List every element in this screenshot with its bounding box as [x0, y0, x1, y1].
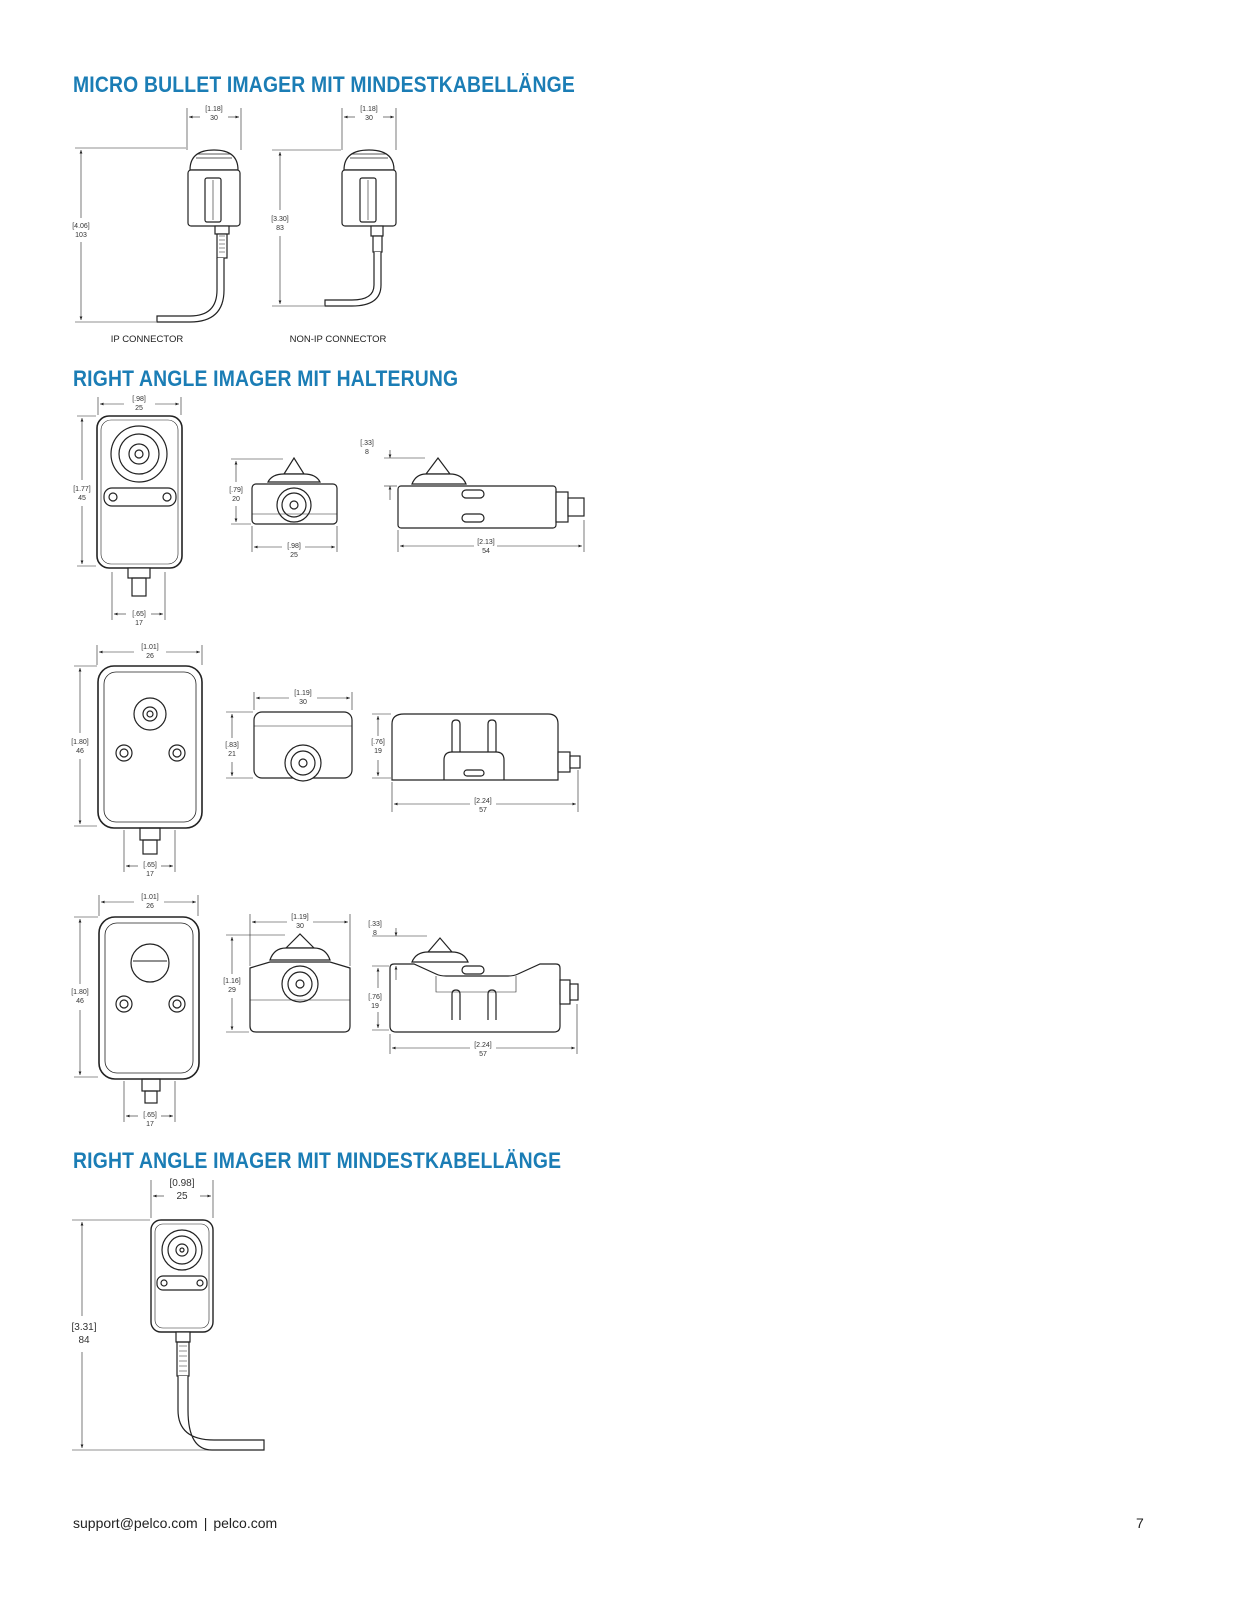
footer-website-link[interactable]: pelco.com	[213, 1515, 278, 1531]
dim-r1b-h-in: [.79]	[229, 487, 243, 494]
dim-mb-w2-in: [1.18]	[360, 106, 378, 113]
dim-r3b-w-mm: 30	[296, 923, 304, 930]
dim-r3c-h-mm: 19	[371, 1003, 379, 1010]
dim-r3b-h-mm: 29	[228, 987, 236, 994]
ra-row3-side-drawing	[226, 914, 351, 1033]
caption-non-ip-connector: NON-IP CONNECTOR	[290, 334, 387, 345]
dim-r2c-w-in: [2.24]	[474, 798, 492, 805]
footer-contact: support@pelco.com | pelco.com	[73, 1515, 277, 1531]
dim-r1a-c-mm: 17	[135, 620, 143, 627]
dim-r1c-t-mm: 8	[365, 449, 369, 456]
dim-r2c-h-mm: 19	[374, 748, 382, 755]
dim-r3b-w-in: [1.19]	[291, 914, 309, 921]
dim-mb-h1-in: [4.06]	[72, 223, 90, 230]
dim-mb-h2-mm: 83	[276, 225, 284, 232]
dim-r1c-w-mm: 54	[482, 548, 490, 555]
dim-mb-h2-in: [3.30]	[271, 216, 289, 223]
section-title-right-angle-mount: RIGHT ANGLE IMAGER MIT HALTERUNG	[73, 366, 459, 391]
dim-r2b-h-in: [.83]	[225, 742, 239, 749]
dim-r3c-t-in: [.33]	[368, 921, 382, 928]
dim-mb-h1-mm: 103	[75, 232, 87, 239]
dim-r1a-w-in: [.98]	[132, 396, 146, 403]
dim-r3a-c-in: [.65]	[143, 1112, 157, 1119]
ra-row2-top-drawing	[372, 713, 581, 812]
dim-r3c-h-in: [.76]	[368, 994, 382, 1001]
dim-r1a-h-in: [1.77]	[73, 486, 91, 493]
dim-r2a-c-in: [.65]	[143, 862, 157, 869]
dim-r3a-h-mm: 46	[76, 998, 84, 1005]
caption-ip-connector: IP CONNECTOR	[111, 334, 184, 345]
ra-row3-top-drawing	[372, 928, 579, 1054]
dim-r3c-t-mm: 8	[373, 930, 377, 937]
dim-r3a-w-mm: 26	[146, 903, 154, 910]
dim-r3a-c-mm: 17	[146, 1121, 154, 1128]
dim-r1b-w-in: [.98]	[287, 543, 301, 550]
ra-row2-front-drawing	[74, 645, 203, 872]
ra-row3-front-drawing	[74, 895, 200, 1122]
dim-r2c-h-in: [.76]	[371, 739, 385, 746]
dim-mb-w1-in: [1.18]	[205, 106, 223, 113]
section-title-right-angle-cable: RIGHT ANGLE IMAGER MIT MINDESTKABELLÄNGE	[73, 1148, 562, 1173]
dim-r1c-t-in: [.33]	[360, 440, 374, 447]
dim-r2b-h-mm: 21	[228, 751, 236, 758]
dim-r1c-w-in: [2.13]	[477, 539, 495, 546]
dim-r2c-w-mm: 57	[479, 807, 487, 814]
ra-row1-top-drawing	[384, 450, 585, 552]
micro-bullet-ip-drawing	[75, 108, 242, 323]
ra-row2-side-drawing	[226, 692, 353, 782]
dim-r1b-h-mm: 20	[232, 496, 240, 503]
footer-email-link[interactable]: support@pelco.com	[73, 1515, 198, 1531]
dim-mb-w2-mm: 30	[365, 115, 373, 122]
dim-r2a-w-in: [1.01]	[141, 644, 159, 651]
dim-r1a-w-mm: 25	[135, 405, 143, 412]
micro-bullet-nonip-drawing	[272, 108, 397, 307]
dim-r2a-c-mm: 17	[146, 871, 154, 878]
dim-ra-w-in: [0.98]	[169, 1178, 194, 1189]
dim-mb-w1-mm: 30	[210, 115, 218, 122]
dim-r3c-w-mm: 57	[479, 1051, 487, 1058]
dim-r1b-w-mm: 25	[290, 552, 298, 559]
dim-ra-h-mm: 84	[78, 1335, 90, 1346]
dim-ra-w-mm: 25	[176, 1191, 188, 1202]
dim-r3a-w-in: [1.01]	[141, 894, 159, 901]
dim-r2a-w-mm: 26	[146, 653, 154, 660]
ra-row1-front-drawing	[77, 397, 183, 620]
dim-r3b-h-in: [1.16]	[223, 978, 241, 985]
page-number: 7	[1136, 1515, 1144, 1531]
dim-r2b-w-in: [1.19]	[294, 690, 312, 697]
ra-row1-side-drawing	[231, 456, 338, 552]
dim-r3c-w-in: [2.24]	[474, 1042, 492, 1049]
dim-r1a-c-in: [.65]	[132, 611, 146, 618]
dim-r1a-h-mm: 45	[78, 495, 86, 502]
dim-r2a-h-in: [1.80]	[71, 739, 89, 746]
footer-separator: |	[203, 1515, 208, 1531]
dim-r2a-h-mm: 46	[76, 748, 84, 755]
dim-r3a-h-in: [1.80]	[71, 989, 89, 996]
dim-ra-h-in: [3.31]	[71, 1322, 96, 1333]
ra-min-cable-drawing	[72, 1180, 265, 1451]
dim-r2b-w-mm: 30	[299, 699, 307, 706]
section-title-micro-bullet: MICRO BULLET IMAGER MIT MINDESTKABELLÄNG…	[73, 72, 575, 97]
